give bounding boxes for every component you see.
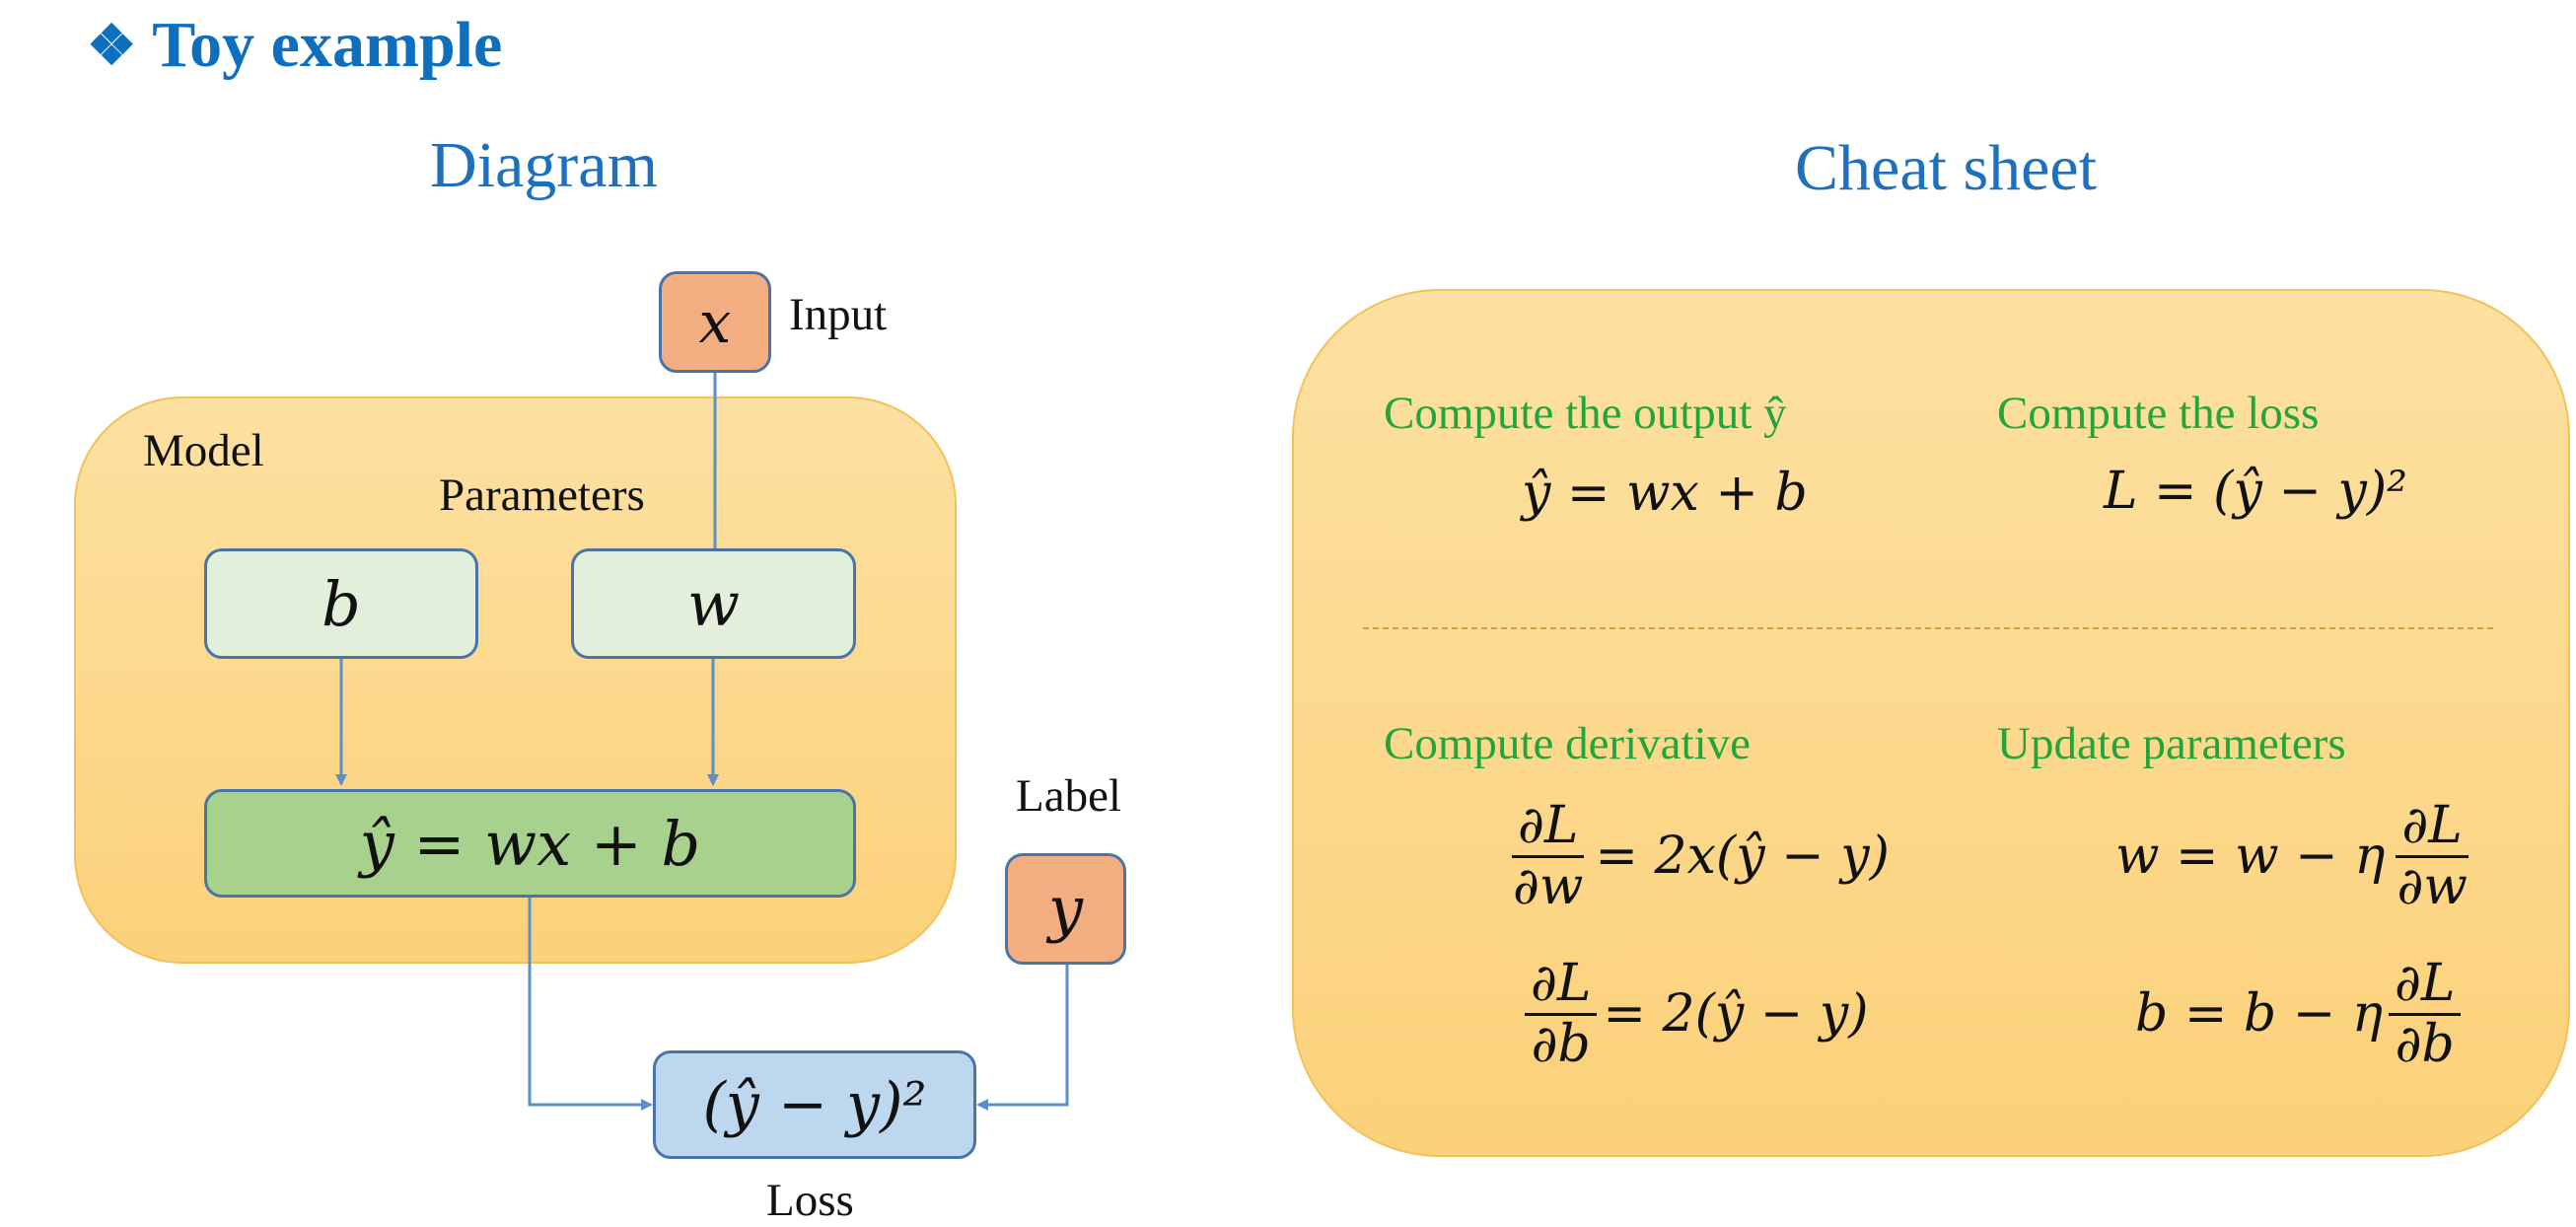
cheatsheet-title: Cheat sheet bbox=[1795, 132, 2098, 204]
label-node-y: y bbox=[1005, 853, 1126, 965]
fraction-denominator: ∂b bbox=[1531, 1014, 1591, 1074]
fraction-denominator: ∂w bbox=[2397, 856, 2468, 916]
fraction: ∂L ∂b bbox=[1525, 957, 1598, 1074]
param-node-w: w bbox=[571, 548, 856, 659]
derivative-eq-b: ∂L ∂b = 2(ŷ − y) bbox=[1519, 957, 1869, 1071]
label-text: Label bbox=[1016, 770, 1121, 822]
diagram-title: Diagram bbox=[430, 129, 658, 201]
update-section-title: Update parameters bbox=[1997, 718, 2346, 769]
parameters-label: Parameters bbox=[439, 469, 645, 521]
fraction: ∂L ∂w bbox=[2391, 799, 2472, 913]
equation-lhs: w = w − η bbox=[2115, 827, 2386, 887]
derivative-section-title: Compute derivative bbox=[1384, 718, 1751, 769]
output-node-yhat: ŷ = wx + b bbox=[204, 789, 856, 898]
update-eq-w: w = w − η ∂L ∂w bbox=[2115, 799, 2479, 913]
fraction-numerator: ∂L bbox=[2389, 957, 2462, 1016]
fraction-numerator: ∂L bbox=[1525, 957, 1598, 1016]
param-node-b: b bbox=[204, 548, 478, 659]
loss-node: (ŷ − y)² bbox=[653, 1050, 976, 1159]
fraction: ∂L ∂w bbox=[1507, 799, 1589, 913]
equation-rhs: = 2(ŷ − y) bbox=[1603, 984, 1869, 1045]
equation-lhs: b = b − η bbox=[2135, 984, 2383, 1045]
loss-section-title: Compute the loss bbox=[1997, 388, 2320, 439]
slide-heading: ❖ Toy example bbox=[87, 8, 502, 83]
loss-label: Loss bbox=[766, 1175, 854, 1226]
loss-equation: L = (ŷ − y)² bbox=[2104, 462, 2407, 521]
model-label: Model bbox=[143, 425, 264, 476]
fraction-denominator: ∂w bbox=[1513, 856, 1584, 916]
slide-title: Toy example bbox=[152, 9, 503, 81]
derivative-eq-w: ∂L ∂w = 2x(ŷ − y) bbox=[1501, 799, 1890, 913]
cheatsheet-container bbox=[1292, 289, 2570, 1157]
fraction-numerator: ∂L bbox=[2396, 799, 2469, 858]
input-label: Input bbox=[789, 289, 888, 340]
equation-rhs: = 2x(ŷ − y) bbox=[1595, 827, 1890, 887]
output-section-title: Compute the output ŷ bbox=[1384, 388, 1787, 439]
diamond-bullet-icon: ❖ bbox=[87, 15, 137, 77]
input-node-x: x bbox=[659, 271, 771, 373]
output-equation: ŷ = wx + b bbox=[1522, 464, 1808, 523]
edge-output-to-loss bbox=[528, 898, 653, 1111]
section-separator bbox=[1363, 627, 2493, 629]
fraction-denominator: ∂b bbox=[2395, 1014, 2455, 1074]
fraction-numerator: ∂L bbox=[1511, 799, 1585, 858]
edge-label-to-loss bbox=[976, 965, 1069, 1111]
fraction: ∂L ∂b bbox=[2389, 957, 2462, 1074]
update-eq-b: b = b − η ∂L ∂b bbox=[2135, 957, 2467, 1071]
